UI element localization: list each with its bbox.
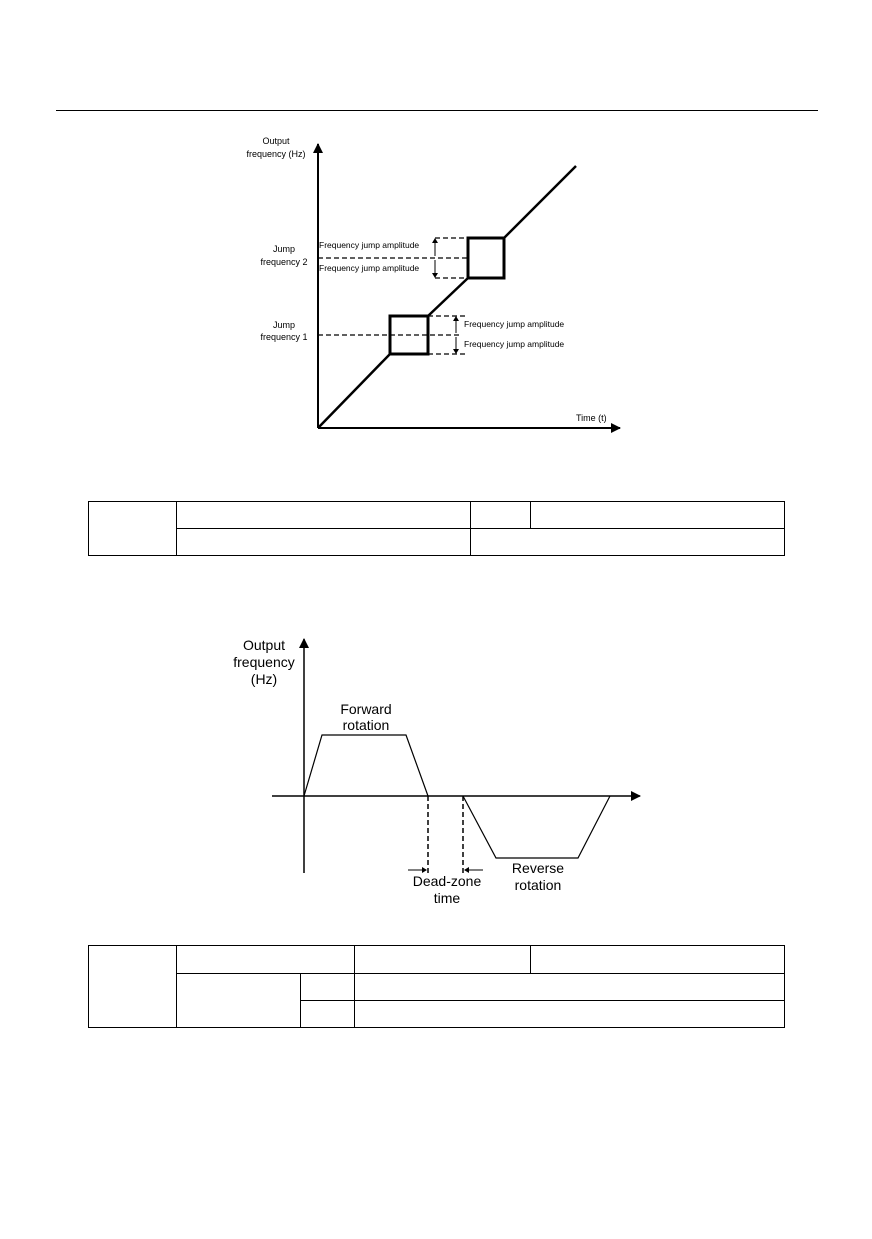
table2-code-cell	[88, 945, 177, 1028]
y-axis-label-line2: frequency	[233, 654, 294, 670]
parameter-table-2	[88, 945, 785, 1028]
table1-code-cell	[88, 501, 177, 556]
amplitude-label-2-upper: Frequency jump amplitude	[319, 240, 419, 250]
reverse-rotation-label-line2: rotation	[515, 877, 562, 893]
jump-freq-2-label-line1: Jump	[273, 244, 295, 254]
y-axis-label-line2: frequency (Hz)	[246, 149, 305, 159]
ramp-segment-3	[503, 165, 577, 239]
amplitude-label-1-lower: Frequency jump amplitude	[464, 339, 564, 349]
dead-zone-diagram: Output frequency (Hz) Forward rotation R…	[233, 637, 641, 906]
table1-default-value-cell	[530, 501, 785, 529]
y-axis-label-line1: Output	[262, 136, 290, 146]
jump-1-lower-arrowhead	[453, 349, 459, 354]
forward-rotation-label-line1: Forward	[340, 701, 391, 717]
jump-freq-1-label-line2: frequency 1	[260, 332, 307, 342]
table1-default-label-cell	[470, 501, 531, 529]
dead-zone-right-arrowhead	[464, 867, 469, 873]
jump-box-2	[466, 236, 506, 280]
ramp-segment-1	[317, 353, 391, 429]
jump-1-upper-arrowhead	[453, 316, 459, 321]
dead-zone-left-arrowhead	[422, 867, 427, 873]
ramp-segment-2	[427, 277, 469, 317]
forward-rotation-curve	[303, 734, 429, 797]
reverse-rotation-curve	[462, 795, 611, 859]
jump-freq-2-label-line2: frequency 2	[260, 257, 307, 267]
amplitude-label-1-upper: Frequency jump amplitude	[464, 319, 564, 329]
jump-2-lower-arrowhead	[432, 273, 438, 278]
table1-range-label-cell	[176, 528, 471, 556]
jump-2-upper-arrowhead	[432, 238, 438, 243]
table1-range-value-cell	[470, 528, 785, 556]
table2-name-cell	[176, 945, 355, 974]
table2-range-label-cell	[176, 973, 301, 1028]
parameter-table-1	[88, 501, 785, 556]
table2-default-value-cell	[530, 945, 785, 974]
y-axis-label-line3: (Hz)	[251, 671, 277, 687]
table2-option-0-cell	[300, 973, 355, 1001]
table2-option-1-cell	[300, 1000, 355, 1028]
amplitude-label-2-lower: Frequency jump amplitude	[319, 263, 419, 273]
y-axis-label-line1: Output	[243, 637, 285, 653]
frequency-jump-diagram: Output frequency (Hz) Time (t) Jump freq…	[246, 136, 621, 433]
table2-option-1-desc-cell	[354, 1000, 785, 1028]
table1-name-cell	[176, 501, 471, 529]
dead-zone-label-line2: time	[434, 890, 461, 906]
reverse-rotation-label-line1: Reverse	[512, 860, 564, 876]
x-axis-label: Time (t)	[576, 413, 607, 423]
dead-zone-label-line1: Dead-zone	[413, 873, 482, 889]
table2-default-label-cell	[354, 945, 531, 974]
table2-option-0-desc-cell	[354, 973, 785, 1001]
header-rule	[56, 110, 818, 111]
forward-rotation-label-line2: rotation	[343, 717, 390, 733]
jump-freq-1-label-line1: Jump	[273, 320, 295, 330]
